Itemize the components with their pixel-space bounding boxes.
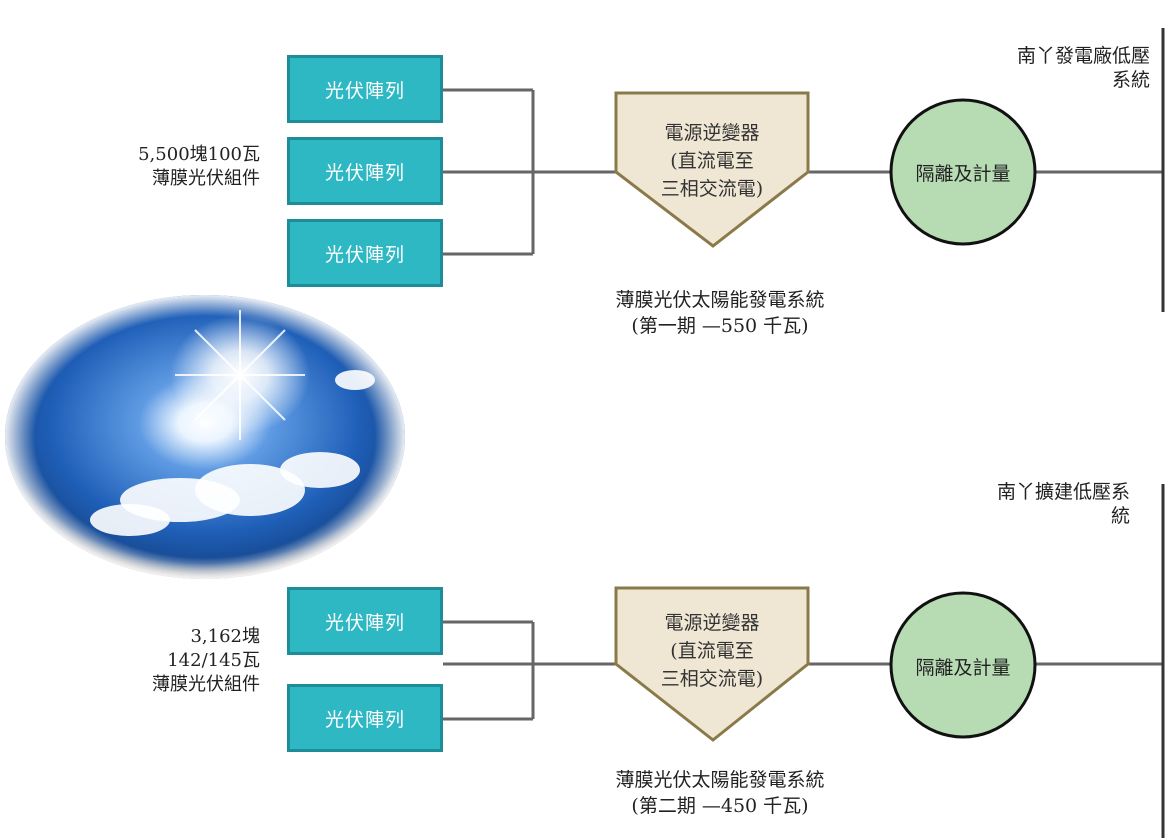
phase1-inverter-line3: 三相交流電) (660, 178, 764, 200)
phase1-isolation-label: 隔離及計量 (915, 163, 1011, 185)
phase2-module-label-line2: 142/145瓦 (167, 650, 260, 671)
phase1-inverter-line2: (直流電至 (670, 150, 754, 172)
phase1-system-line2: (第一期 —550 千瓦) (631, 315, 809, 337)
phase2-isolation-label: 隔離及計量 (915, 657, 1011, 679)
phase2-inverter-label: 電源逆變器 (直流電至 三相交流電) (617, 609, 807, 693)
phase1-inverter-label: 電源逆變器 (直流電至 三相交流電) (617, 119, 807, 203)
phase2-pv-array-2: 光伏陣列 (287, 684, 443, 752)
phase1-system-label: 薄膜光伏太陽能發電系統 (第一期 —550 千瓦) (560, 287, 880, 339)
phase2-module-label: 3,162塊 142/145瓦 薄膜光伏組件 (60, 625, 260, 697)
phase2-module-label-line1: 3,162塊 (190, 626, 260, 647)
phase2-connectors (443, 620, 1163, 721)
phase1-pv-array-2: 光伏陣列 (287, 137, 443, 205)
phase1-bus-label: 南丫發電廠低壓系統 (1016, 45, 1150, 91)
sun-sky-icon (5, 295, 405, 579)
phase2-inverter-line3: 三相交流電) (660, 668, 764, 690)
phase2-inverter-shape (614, 586, 810, 742)
phase1-module-label: 5,500塊100瓦 薄膜光伏組件 (60, 143, 260, 191)
phase1-pv-array-1: 光伏陣列 (287, 55, 443, 123)
phase2-inverter-line2: (直流電至 (670, 640, 754, 662)
phase1-connectors (443, 88, 1163, 256)
phase1-pv-array-3: 光伏陣列 (287, 219, 443, 287)
phase1-inverter-shape (614, 91, 810, 248)
phase1-module-label-line2: 薄膜光伏組件 (152, 168, 260, 189)
phase1-system-line1: 薄膜光伏太陽能發電系統 (615, 289, 825, 311)
phase1-inverter-line1: 電源逆變器 (664, 122, 760, 144)
phase2-inverter-line1: 電源逆變器 (664, 612, 760, 634)
phase2-bus-label: 南丫擴建低壓系統 (996, 481, 1130, 527)
phase2-module-label-line3: 薄膜光伏組件 (152, 674, 260, 695)
phase2-system-line2: (第二期 —450 千瓦) (631, 795, 809, 817)
phase2-system-label: 薄膜光伏太陽能發電系統 (第二期 —450 千瓦) (560, 767, 880, 819)
phase1-isolation-shape (889, 98, 1037, 246)
phase2-isolation-shape (889, 591, 1037, 739)
phase2-system-line1: 薄膜光伏太陽能發電系統 (615, 769, 825, 791)
phase2-pv-array-1: 光伏陣列 (287, 587, 443, 655)
phase1-module-label-line1: 5,500塊100瓦 (138, 144, 260, 165)
